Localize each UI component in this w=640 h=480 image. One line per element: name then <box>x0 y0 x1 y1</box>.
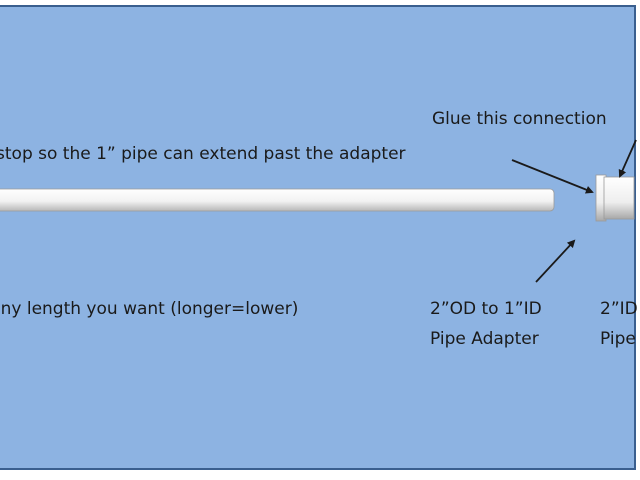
coupler-label-line2: Pipe <box>600 329 636 349</box>
pipe-adapter <box>603 176 635 220</box>
glue-label: Glue this connection <box>432 109 607 129</box>
stop-arrow <box>511 159 594 194</box>
diagram-panel <box>0 5 636 470</box>
glue-arrow <box>618 139 637 178</box>
adapter-label-line1: 2”OD to 1”ID <box>430 299 542 319</box>
one-inch-pipe <box>0 188 555 212</box>
adapter-label-line2: Pipe Adapter <box>430 329 539 349</box>
stop-label: Cut the stop so the 1” pipe can extend p… <box>0 144 406 164</box>
length-label: Cut to any length you want (longer=lower… <box>0 299 299 319</box>
adapter-arrow <box>535 239 576 283</box>
coupler-label-line1: 2”ID <box>600 299 638 319</box>
